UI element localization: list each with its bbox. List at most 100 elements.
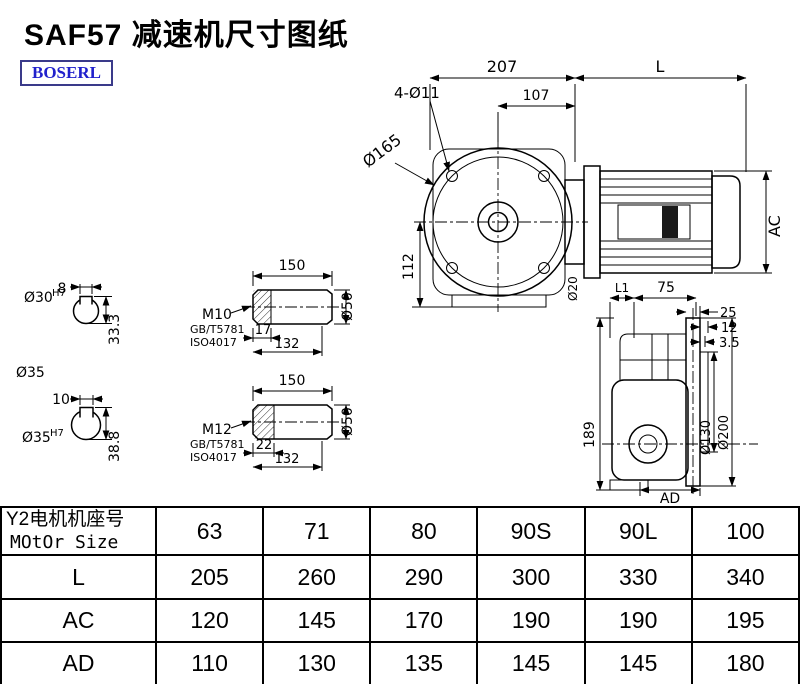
label-std-iso: ISO4017 — [190, 451, 237, 464]
table-cell: 145 — [583, 641, 693, 684]
svg-text:H7: H7 — [52, 288, 66, 299]
svg-text:L: L — [656, 57, 665, 76]
table-cell: 100 — [690, 506, 800, 556]
label-std-gb: GB/T5781 — [190, 438, 245, 451]
svg-text:AC: AC — [765, 215, 784, 237]
dim-keyway-width-8: 8 — [58, 281, 102, 297]
page-title: SAF57 减速机尺寸图纸 — [24, 19, 349, 52]
table-cell: 300 — [476, 554, 586, 600]
label-std-iso: ISO4017 — [190, 336, 237, 349]
table-cell: 90S — [476, 506, 586, 556]
dim-shaft-dia-50: Ø50 — [334, 289, 356, 325]
svg-text:189: 189 — [582, 421, 598, 448]
motor-size-header-cell: Y2电机机座号 MOtOr Size — [0, 506, 157, 556]
label-mounting-holes: 4-Ø11 — [394, 84, 450, 172]
label-bore-dia-35: Ø35 H7 — [22, 428, 64, 446]
label-thread-m10: M10 — [202, 305, 252, 323]
dim-207: 207 — [429, 57, 576, 162]
dim-L1: L1 — [609, 281, 635, 338]
table-cell: 71 — [262, 506, 372, 556]
dim-75: 75 — [633, 280, 697, 316]
table-cell: 145 — [262, 598, 372, 643]
dimension-table: Y2电机机座号 MOtOr Size 63 71 80 90S 90L 100 … — [0, 506, 800, 684]
table-cell: 135 — [369, 641, 479, 684]
row-label-cell: AD — [0, 641, 157, 684]
dim-112: 112 — [401, 221, 452, 308]
dim-thread-22: 22 — [243, 438, 284, 457]
svg-text:M12: M12 — [202, 422, 232, 438]
svg-text:Ø50: Ø50 — [340, 292, 356, 321]
label-thread-m12: M12 — [202, 420, 252, 438]
dim-keyway-height-38: 38.8 — [88, 407, 123, 462]
table-header-en: MOtOr Size — [10, 531, 119, 553]
svg-text:Ø50: Ø50 — [340, 407, 356, 436]
table-cell: 195 — [690, 598, 800, 643]
svg-text:112: 112 — [401, 253, 417, 280]
label-shaft-diameter: Ø20 — [566, 276, 580, 301]
table-cell: 260 — [262, 554, 372, 600]
table-cell: 290 — [369, 554, 479, 600]
dim-dia-200: Ø200 — [700, 317, 736, 487]
table-cell: 145 — [476, 641, 586, 684]
svg-text:12: 12 — [721, 321, 738, 336]
svg-text:Ø130: Ø130 — [699, 420, 714, 455]
hollow-bore-top: 8 Ø30 H7 33.3 — [24, 281, 123, 345]
svg-text:132: 132 — [275, 452, 300, 467]
svg-text:10: 10 — [52, 392, 70, 408]
table-row: L 205 260 290 300 330 340 — [0, 554, 800, 600]
table-cell: 170 — [369, 598, 479, 643]
svg-text:3.5: 3.5 — [719, 336, 740, 351]
svg-text:Ø35: Ø35 — [22, 430, 51, 446]
label-flange-diameter: Ø165 — [359, 130, 435, 186]
svg-text:150: 150 — [279, 258, 306, 274]
table-cell: 130 — [262, 641, 372, 684]
main-front-view: 207 L 107 4-Ø11 Ø165 — [359, 57, 784, 312]
svg-text:22: 22 — [256, 438, 273, 453]
table-cell: 205 — [154, 554, 265, 600]
svg-text:75: 75 — [657, 280, 675, 296]
dim-107: 107 — [497, 88, 576, 142]
brand-logo: BOSERL — [20, 60, 113, 86]
svg-text:8: 8 — [58, 281, 67, 297]
label-std-gb: GB/T5781 — [190, 323, 245, 336]
label-bore-dia-30: Ø30 H7 — [24, 288, 66, 306]
output-shaft-top: 150 M10 GB/T5781 ISO4017 17 132 — [190, 258, 356, 356]
dim-body-132: 132 — [252, 326, 323, 356]
svg-text:150: 150 — [279, 373, 306, 389]
svg-text:L1: L1 — [615, 281, 629, 295]
svg-text:Ø30: Ø30 — [24, 290, 53, 306]
dim-dia-130: Ø130 — [699, 351, 718, 455]
dim-12: 12 — [690, 321, 738, 336]
dim-body-132: 132 — [252, 441, 323, 471]
table-cell: 90L — [583, 506, 693, 556]
dim-keyway-height-33: 33.3 — [88, 296, 123, 345]
table-header-cn: Y2电机机座号 — [6, 509, 125, 531]
bolt-hole — [538, 170, 550, 182]
dim-shaft-length-150: 150 — [252, 373, 333, 401]
row-label-cell: L — [0, 554, 157, 600]
hollow-bore-bottom: 10 Ø35 H7 38.8 — [22, 392, 123, 462]
svg-text:4-Ø11: 4-Ø11 — [394, 84, 440, 102]
svg-text:33.3: 33.3 — [107, 314, 123, 345]
dim-thread-17: 17 — [243, 323, 281, 342]
technical-drawing-canvas: 207 L 107 4-Ø11 Ø165 — [16, 57, 784, 506]
dim-AD: AD — [639, 482, 701, 506]
svg-text:207: 207 — [487, 57, 518, 76]
table-row: AC 120 145 170 190 190 195 — [0, 598, 800, 643]
dim-keyway-width-10: 10 — [52, 392, 103, 408]
table-cell: 180 — [690, 641, 800, 684]
dim-shaft-length-150: 150 — [252, 258, 333, 286]
svg-text:Ø200: Ø200 — [717, 415, 732, 450]
svg-text:38.8: 38.8 — [107, 431, 123, 462]
row-label-cell: AC — [0, 598, 157, 643]
svg-text:107: 107 — [523, 88, 550, 104]
bolt-hole — [446, 170, 458, 182]
output-shaft-bottom: 150 M12 GB/T5781 ISO4017 22 132 — [190, 373, 356, 471]
svg-text:17: 17 — [255, 323, 272, 338]
bolt-hole — [538, 262, 550, 274]
svg-text:132: 132 — [275, 337, 300, 352]
table-cell: 120 — [154, 598, 265, 643]
dim-189: 189 — [582, 317, 614, 491]
svg-text:H7: H7 — [50, 428, 64, 439]
